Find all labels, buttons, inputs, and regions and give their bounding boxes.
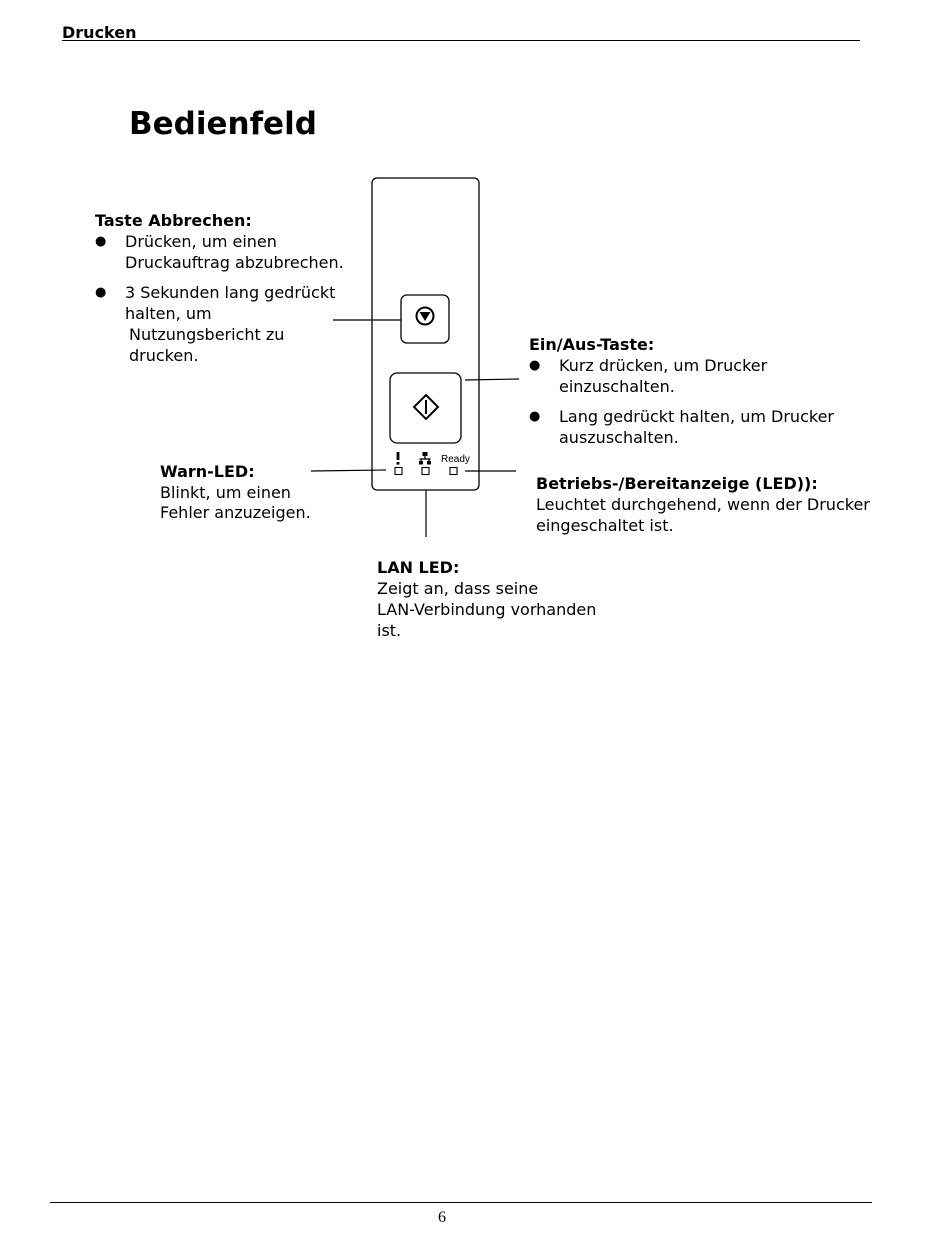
power-key-bullet-1-line-1: Kurz drücken, um Drucker xyxy=(559,356,768,375)
power-button[interactable] xyxy=(389,372,462,444)
section-header: Drucken xyxy=(62,23,137,42)
cancel-key-bullet-1-line-2: Druckauftrag abzubrechen. xyxy=(125,253,344,272)
exclamation-icon xyxy=(396,452,400,465)
bullet-icon: ● xyxy=(529,358,541,373)
cancel-key-bullet-2-line-2: halten, um xyxy=(125,304,212,323)
power-key-bullet-1-line-2: einzuschalten. xyxy=(559,377,675,396)
ready-led xyxy=(449,466,458,476)
ready-led-heading: Betriebs-/Bereitanzeige (LED)): xyxy=(536,474,818,493)
page-number: 6 xyxy=(438,1209,446,1226)
cancel-key-bullet-2-line-4: drucken. xyxy=(129,346,199,365)
bullet-icon: ● xyxy=(95,234,107,249)
lan-led xyxy=(421,466,430,476)
lan-led-line-2: LAN-Verbindung vorhanden xyxy=(377,600,597,619)
footer-rule xyxy=(50,1202,872,1203)
power-diamond-icon xyxy=(412,393,440,421)
warn-led-heading: Warn-LED: xyxy=(160,462,255,481)
network-icon xyxy=(419,452,431,465)
cancel-key-bullet-2-line-1: 3 Sekunden lang gedrückt xyxy=(125,283,336,302)
cancel-button[interactable] xyxy=(400,294,450,344)
warn-led-line-2: Fehler anzuzeigen. xyxy=(160,503,311,522)
cancel-arrow-icon xyxy=(415,306,435,326)
warn-led-line-1: Blinkt, um einen xyxy=(160,483,291,502)
bullet-icon: ● xyxy=(529,409,541,424)
page-title: Bedienfeld xyxy=(129,106,317,142)
bullet-icon: ● xyxy=(95,285,107,300)
cancel-key-heading: Taste Abbrechen: xyxy=(95,211,252,230)
power-key-heading: Ein/Aus-Taste: xyxy=(529,335,655,354)
warn-led-leader-line xyxy=(310,469,387,472)
lan-led-heading: LAN LED: xyxy=(377,558,460,577)
power-leader-line xyxy=(464,378,520,381)
power-key-bullet-2-line-2: auszuschalten. xyxy=(559,428,679,447)
ready-led-line-2: eingeschaltet ist. xyxy=(536,516,674,535)
lan-led-line-3: ist. xyxy=(377,621,402,640)
cancel-key-bullet-2-line-3: Nutzungsbericht zu xyxy=(129,325,285,344)
cancel-key-bullet-1-line-1: Drücken, um einen xyxy=(125,232,277,251)
power-key-bullet-2-line-1: Lang gedrückt halten, um Drucker xyxy=(559,407,834,426)
warn-led xyxy=(394,466,403,476)
ready-label: Ready xyxy=(441,454,470,465)
ready-led-line-1: Leuchtet durchgehend, wenn der Drucker xyxy=(536,495,870,514)
lan-led-line-1: Zeigt an, dass seine xyxy=(377,579,539,598)
header-rule xyxy=(62,40,860,41)
